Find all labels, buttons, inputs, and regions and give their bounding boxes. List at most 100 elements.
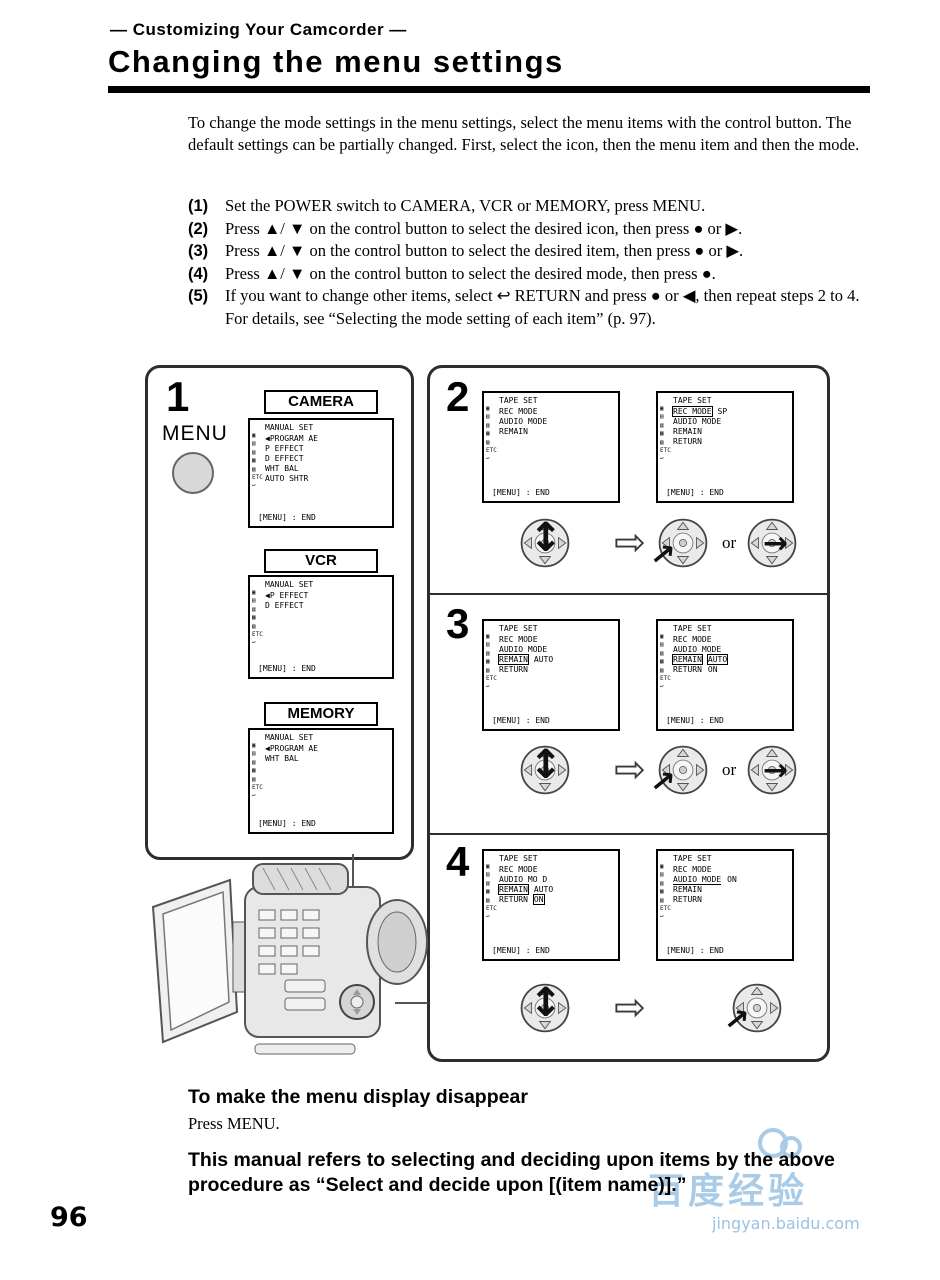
menu-row: RETURN <box>673 437 727 447</box>
step-item: (3) Press ▲/ ▼ on the control button to … <box>188 240 892 263</box>
screen-title: TAPE SET <box>673 396 712 405</box>
or-label: or <box>722 533 737 552</box>
step-text: Set the POWER switch to CAMERA, VCR or M… <box>225 196 706 215</box>
screen-title: MANUAL SET <box>265 733 314 742</box>
callout-line <box>395 1002 428 1004</box>
memory-menu-screen: ▣ ▤ ▥ ▦ ▧ ETC ↩ MANUAL SET ◀PROGRAM AE W… <box>248 728 394 834</box>
screen-title: TAPE SET <box>499 396 538 405</box>
menu-row-label: AUDIO MO D <box>499 875 548 884</box>
menu-icon-strip: ▣ ▤ ▥ ▦ ▧ ETC ↩ <box>486 633 497 691</box>
menu-row-value: AUTO <box>533 885 554 894</box>
divider <box>430 593 827 595</box>
page-number: 96 <box>50 1202 88 1233</box>
step-item: (2) Press ▲/ ▼ on the control button to … <box>188 218 892 241</box>
menu-item: WHT BAL <box>265 754 299 763</box>
menu-row-label: REMAIN <box>673 885 702 894</box>
tape-set-screen: ▣ ▤ ▥ ▦ ▧ ETC ↩ TAPE SET REC MODE AUDIO … <box>656 849 794 961</box>
step-number: (1) <box>188 197 209 215</box>
vcr-menu-screen: ▣ ▤ ▥ ▦ ▧ ETC ↩ MANUAL SET ◀P EFFECT D E… <box>248 575 394 679</box>
screen-footer: [MENU] : END <box>258 513 316 522</box>
menu-row-label: AUDIO MODE <box>499 645 548 654</box>
menu-item: ◀PROGRAM AE <box>265 434 318 443</box>
press-menu-text: Press MENU. <box>188 1114 280 1133</box>
step1-number: 1 <box>166 373 190 420</box>
menu-row-label: REMAIN <box>499 427 528 436</box>
menu-row-label: AUDIO MODE <box>673 417 722 426</box>
select-updown-arrow-icon: ↕ <box>529 980 563 1026</box>
vcr-menu-title: VCR <box>264 549 378 573</box>
menu-row-label: RETURN <box>673 665 702 674</box>
menu-row-label: REC MODE <box>499 407 538 416</box>
screen-footer: [MENU] : END <box>258 664 316 673</box>
menu-row: AUDIO MODE <box>673 417 727 427</box>
control-dial: ↕ <box>518 980 572 1035</box>
press-center-arrow-icon: ↗ <box>648 536 677 575</box>
menu-row: REC MODE <box>673 865 737 875</box>
menu-row-label: RETURN <box>499 895 528 904</box>
menu-item: ◀PROGRAM AE <box>265 744 318 753</box>
menu-row-value: ON <box>727 875 737 884</box>
next-step-arrow-icon: ⇨ <box>614 747 646 791</box>
tape-set-screen: ▣ ▤ ▥ ▦ ▧ ETC ↩ TAPE SET REC MODE AUDIO … <box>482 849 620 961</box>
step-text: Press ▲/ ▼ on the control button to sele… <box>225 218 743 238</box>
control-dial: ↕ <box>518 742 572 797</box>
menu-icon-strip: ▣ ▤ ▥ ▦ ▧ ETC ↩ <box>660 405 671 463</box>
screen-title: TAPE SET <box>499 624 538 633</box>
step2-number: 2 <box>446 373 470 420</box>
control-dial: ↗ <box>722 981 784 1039</box>
step-text: Press ▲/ ▼ on the control button to sele… <box>225 241 744 260</box>
menu-item: D EFFECT <box>265 601 304 610</box>
step-number: (2) <box>188 219 209 238</box>
page-title: Changing the menu settings <box>108 44 564 79</box>
screen-footer: [MENU] : END <box>666 716 724 725</box>
menu-row: REC MODE <box>499 865 553 875</box>
menu-row-label: REC MODE <box>499 635 538 644</box>
selection-note: This manual refers to selecting and deci… <box>188 1149 835 1196</box>
menu-row: REMAIN <box>673 885 737 895</box>
menu-button <box>172 452 214 494</box>
press-right-arrow-icon: → <box>763 526 789 561</box>
divider <box>430 833 827 835</box>
step4-number: 4 <box>446 838 470 885</box>
menu-item: AUTO SHTR <box>265 474 309 483</box>
screen-footer: [MENU] : END <box>258 819 316 828</box>
menu-icon-strip: ▣ ▤ ▥ ▦ ▧ ETC ↩ <box>252 589 263 647</box>
screen-title: MANUAL SET <box>265 423 314 432</box>
menu-row-label: REMAIN <box>673 427 702 436</box>
menu-row-value: AUTO <box>706 654 729 665</box>
screen-footer: [MENU] : END <box>492 946 550 955</box>
menu-row-label: RETURN <box>499 665 528 674</box>
menu-row: RETURN ON <box>499 894 553 905</box>
screen-footer: [MENU] : END <box>492 488 550 497</box>
menu-row: AUDIO MODE <box>499 417 547 427</box>
step-item: (5) If you want to change other items, s… <box>188 285 892 308</box>
menu-row: RETURN <box>499 665 553 675</box>
menu-row-label: REC MODE <box>672 406 713 417</box>
step-number: (3) <box>188 242 209 260</box>
menu-row-value: ON <box>532 894 545 905</box>
control-dial: ↕ <box>518 515 572 570</box>
watermark-url: jingyan.baidu.com <box>712 1214 860 1233</box>
screen-title: TAPE SET <box>673 854 712 863</box>
press-center-arrow-icon: ↗ <box>722 1001 751 1040</box>
menu-row-label: REC MODE <box>673 865 712 874</box>
memory-menu-title: MEMORY <box>264 702 378 726</box>
menu-button-label: MENU <box>162 422 228 445</box>
camcorder-illustration <box>151 863 428 1055</box>
watermark-logo-icon <box>648 1128 908 1162</box>
step-item: (1) Set the POWER switch to CAMERA, VCR … <box>188 195 892 218</box>
menu-row-value: ON <box>707 665 718 674</box>
step3-number: 3 <box>446 600 470 647</box>
menu-row: AUDIO MO D <box>499 875 553 885</box>
panel-step1: 1 MENU CAMERA ▣ ▤ ▥ ▦ ▧ ETC ↩ MANUAL SET… <box>145 365 414 860</box>
menu-row: AUDIO MODE <box>499 645 553 655</box>
make-menu-disappear-heading: To make the menu display disappear <box>188 1086 528 1108</box>
menu-row-label: RETURN <box>673 895 702 904</box>
menu-row-label: REC MODE <box>673 635 712 644</box>
details-note: For details, see “Selecting the mode set… <box>225 308 656 328</box>
step4-row: 4 ▣ ▤ ▥ ▦ ▧ ETC ↩ TAPE SET REC MODE AUDI… <box>430 833 827 1059</box>
